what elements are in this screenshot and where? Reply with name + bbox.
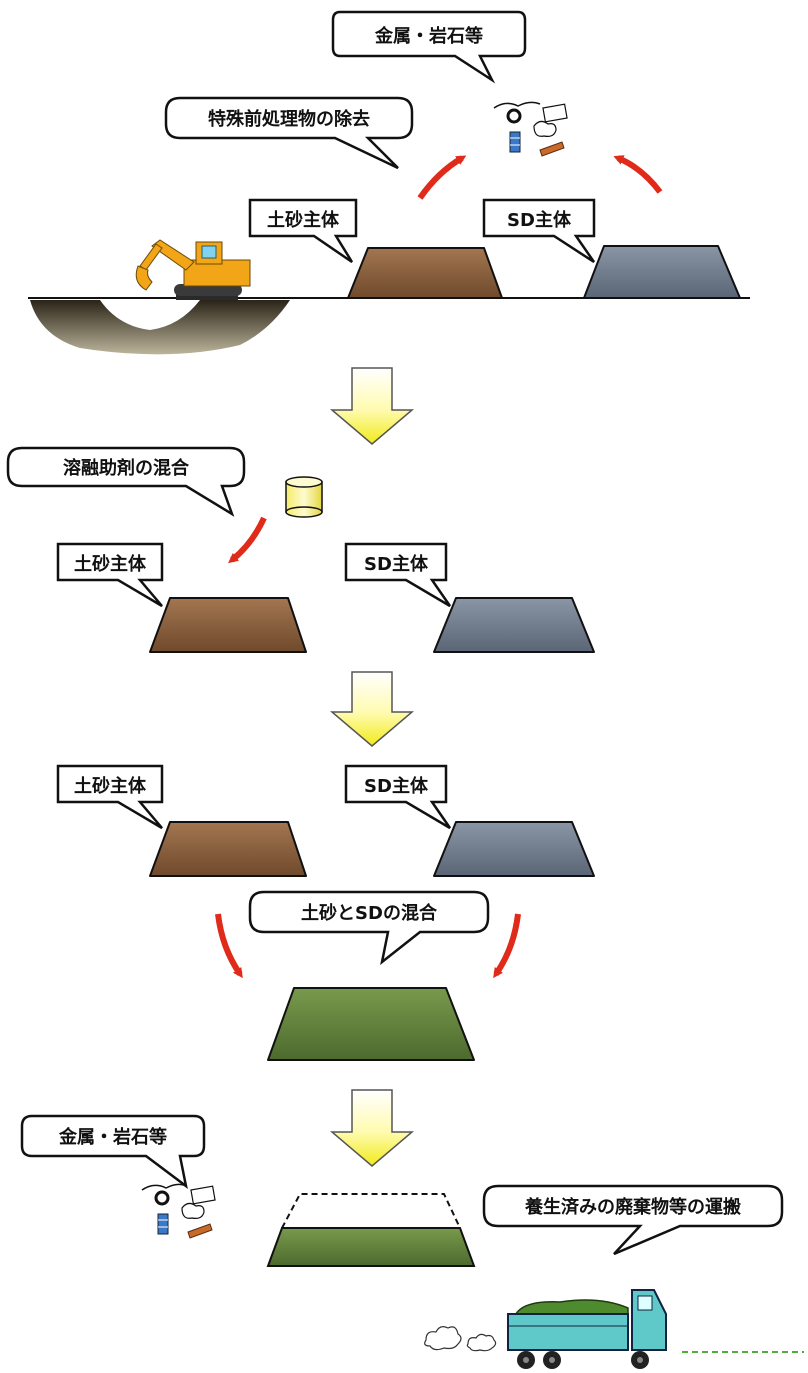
callout-text: 土砂主体	[267, 209, 340, 231]
excavator-icon	[135, 239, 251, 300]
metal-rock-debris-icon	[141, 1183, 216, 1239]
callout-soil-sd-mixing: 土砂とSDの混合	[248, 890, 490, 966]
excavation-pit	[30, 300, 290, 355]
callout-text: 土砂主体	[74, 553, 147, 575]
flux-container-icon	[285, 476, 323, 518]
callout-text: 溶融助剤の混合	[63, 457, 190, 479]
callout-sd-main: SD主体	[344, 542, 452, 608]
soil-pile	[347, 247, 503, 299]
red-arrow	[613, 155, 663, 194]
callout-sd-main: SD主体	[482, 198, 596, 264]
callout-text: 金属・岩石等	[58, 1126, 167, 1148]
yellow-down-arrow	[329, 1089, 415, 1167]
dump-truck-icon	[507, 1289, 667, 1369]
red-arrow	[228, 516, 267, 564]
callout-text: SD主体	[364, 775, 429, 797]
callout-text: SD主体	[507, 209, 572, 231]
callout-text: 養生済みの廃棄物等の運搬	[524, 1196, 741, 1218]
metal-rock-debris-icon	[493, 101, 568, 157]
red-arrow	[215, 913, 243, 979]
sd-pile	[433, 597, 595, 653]
callout-text: 土砂主体	[74, 775, 147, 797]
callout-metal-rock-top: 金属・岩石等	[331, 10, 527, 84]
red-arrow	[493, 913, 521, 979]
sd-pile	[583, 245, 741, 299]
callout-text: SD主体	[364, 553, 429, 575]
callout-text: 土砂とSDの混合	[301, 902, 438, 924]
callout-soil-main: 土砂主体	[56, 764, 164, 830]
callout-soil-main: 土砂主体	[248, 198, 358, 264]
callout-special-pretreatment: 特殊前処理物の除去	[164, 96, 414, 170]
soil-pile	[149, 597, 307, 653]
callout-metal-rock-bottom: 金属・岩石等	[20, 1114, 206, 1189]
yellow-down-arrow	[329, 671, 415, 747]
sd-pile	[433, 821, 595, 877]
callout-soil-main: 土砂主体	[56, 542, 164, 608]
callout-transport: 養生済みの廃棄物等の運搬	[482, 1184, 784, 1256]
reduced-pile	[266, 1193, 476, 1267]
yellow-down-arrow	[329, 367, 415, 445]
callout-sd-main: SD主体	[344, 764, 452, 830]
mixed-pile	[267, 987, 475, 1061]
callout-text: 特殊前処理物の除去	[208, 108, 370, 130]
exhaust-smoke-icon	[424, 1326, 497, 1352]
red-arrow	[417, 155, 467, 200]
callout-flux-mixing: 溶融助剤の混合	[6, 446, 246, 517]
callout-text: 金属・岩石等	[374, 25, 483, 47]
soil-pile	[149, 821, 307, 877]
